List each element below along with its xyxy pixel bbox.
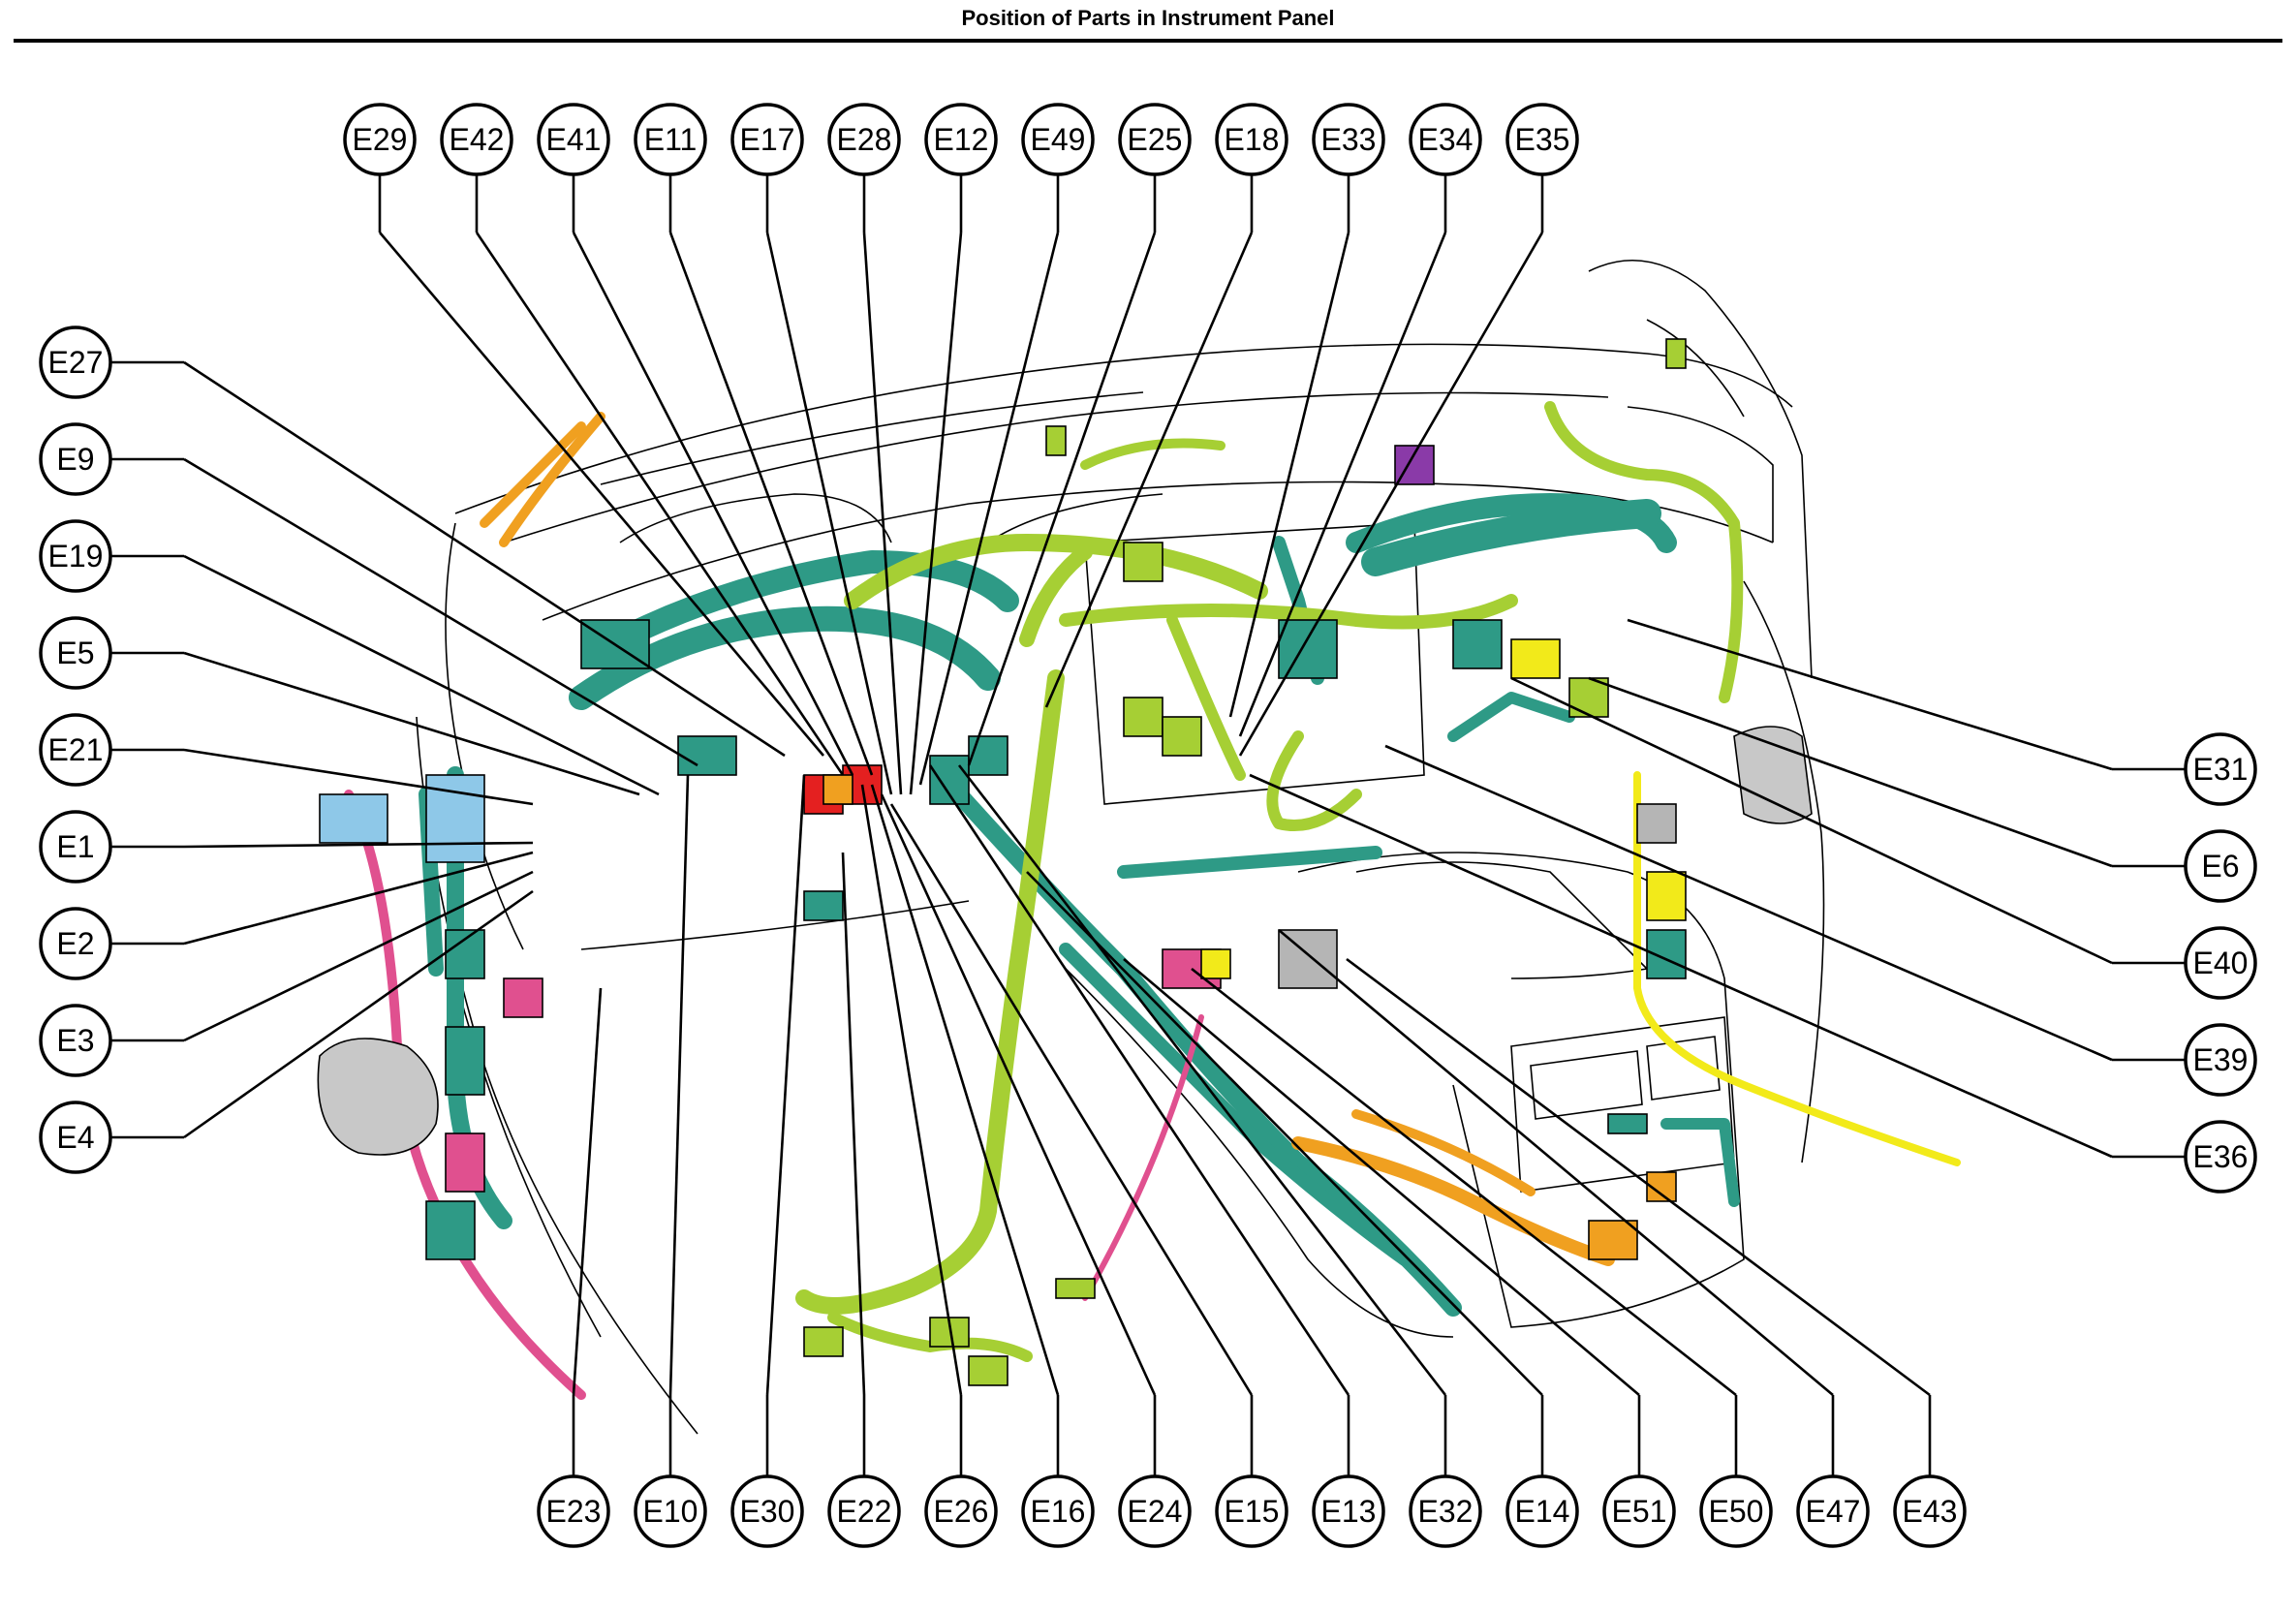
svg-text:E49: E49 <box>1031 122 1086 157</box>
callout-e11: E11 <box>634 103 707 176</box>
svg-text:E13: E13 <box>1321 1494 1377 1529</box>
callout-e17: E17 <box>730 103 804 176</box>
callout-e9: E9 <box>39 422 112 496</box>
svg-text:E15: E15 <box>1225 1494 1280 1529</box>
svg-text:E12: E12 <box>934 122 989 157</box>
callout-e24: E24 <box>1118 1474 1192 1548</box>
svg-text:E18: E18 <box>1225 122 1280 157</box>
svg-text:E21: E21 <box>48 732 104 767</box>
callout-e19: E19 <box>39 519 112 593</box>
callout-e23: E23 <box>537 1474 610 1548</box>
callout-e25: E25 <box>1118 103 1192 176</box>
leader-lines <box>110 159 2186 1476</box>
svg-text:E5: E5 <box>56 636 94 670</box>
svg-text:E33: E33 <box>1321 122 1377 157</box>
callouts-left: E27 E9 E19 E5 E21 E1 E2 E3 E4 <box>39 326 112 1174</box>
callout-e13: E13 <box>1312 1474 1385 1548</box>
callout-e34: E34 <box>1409 103 1482 176</box>
svg-text:E40: E40 <box>2193 946 2249 980</box>
callout-e5: E5 <box>39 616 112 690</box>
callout-e4: E4 <box>39 1101 112 1174</box>
svg-text:E27: E27 <box>48 345 104 380</box>
svg-text:E34: E34 <box>1418 122 1474 157</box>
callouts-top: E29 E42 E41 E11 E17 E28 E12 E49 E25 E18 … <box>343 103 1579 176</box>
svg-text:E42: E42 <box>450 122 505 157</box>
callout-e12: E12 <box>924 103 998 176</box>
svg-text:E31: E31 <box>2193 752 2249 787</box>
svg-text:E19: E19 <box>48 539 104 574</box>
callout-e2: E2 <box>39 907 112 980</box>
svg-text:E25: E25 <box>1128 122 1183 157</box>
svg-text:E17: E17 <box>740 122 795 157</box>
callout-e43: E43 <box>1893 1474 1967 1548</box>
callout-e10: E10 <box>634 1474 707 1548</box>
callout-e49: E49 <box>1021 103 1095 176</box>
svg-text:E36: E36 <box>2193 1139 2249 1174</box>
callout-e1: E1 <box>39 810 112 884</box>
callout-e47: E47 <box>1796 1474 1870 1548</box>
callout-e31: E31 <box>2184 732 2257 806</box>
svg-text:E32: E32 <box>1418 1494 1474 1529</box>
callout-e33: E33 <box>1312 103 1385 176</box>
callout-e28: E28 <box>827 103 901 176</box>
callouts-bottom: E23 E10 E30 E22 E26 E16 E24 E15 E13 E32 … <box>537 1474 1967 1548</box>
callout-e29: E29 <box>343 103 417 176</box>
title-rule <box>14 39 2282 43</box>
svg-text:E51: E51 <box>1612 1494 1667 1529</box>
svg-text:E22: E22 <box>837 1494 892 1529</box>
callout-e41: E41 <box>537 103 610 176</box>
svg-text:E24: E24 <box>1128 1494 1183 1529</box>
svg-text:E4: E4 <box>56 1120 94 1155</box>
svg-text:E30: E30 <box>740 1494 795 1529</box>
callout-e50: E50 <box>1699 1474 1773 1548</box>
svg-text:E41: E41 <box>546 122 602 157</box>
callout-e42: E42 <box>440 103 513 176</box>
svg-text:E6: E6 <box>2201 849 2239 884</box>
callout-e21: E21 <box>39 713 112 787</box>
callout-e40: E40 <box>2184 926 2257 1000</box>
wire-harness-yellow <box>1633 771 1961 1166</box>
svg-text:E43: E43 <box>1903 1494 1958 1529</box>
svg-text:E39: E39 <box>2193 1042 2249 1077</box>
callout-e26: E26 <box>924 1474 998 1548</box>
page-title: Position of Parts in Instrument Panel <box>961 6 1335 30</box>
callout-e32: E32 <box>1409 1474 1482 1548</box>
callout-e22: E22 <box>827 1474 901 1548</box>
svg-text:E11: E11 <box>644 122 698 157</box>
callout-e15: E15 <box>1215 1474 1288 1548</box>
callout-e27: E27 <box>39 326 112 399</box>
svg-text:E1: E1 <box>56 829 94 864</box>
callout-e36: E36 <box>2184 1120 2257 1194</box>
svg-text:E29: E29 <box>353 122 408 157</box>
svg-text:E10: E10 <box>643 1494 698 1529</box>
callouts-right: E31 E6 E40 E39 E36 <box>2184 732 2257 1194</box>
svg-text:E3: E3 <box>56 1023 94 1058</box>
svg-text:E9: E9 <box>56 442 94 477</box>
callout-e18: E18 <box>1215 103 1288 176</box>
svg-text:E47: E47 <box>1806 1494 1861 1529</box>
svg-text:E26: E26 <box>934 1494 989 1529</box>
wire-harness-orange <box>480 412 1615 1266</box>
callout-e16: E16 <box>1021 1474 1095 1548</box>
svg-text:E16: E16 <box>1031 1494 1086 1529</box>
callout-e3: E3 <box>39 1004 112 1077</box>
connectors <box>317 338 1813 1386</box>
svg-text:E50: E50 <box>1709 1494 1764 1529</box>
callout-e51: E51 <box>1602 1474 1676 1548</box>
callout-e14: E14 <box>1505 1474 1579 1548</box>
svg-text:E28: E28 <box>837 122 892 157</box>
callout-e39: E39 <box>2184 1023 2257 1097</box>
svg-text:E35: E35 <box>1515 122 1570 157</box>
callout-e6: E6 <box>2184 829 2257 903</box>
callout-e35: E35 <box>1505 103 1579 176</box>
callout-e30: E30 <box>730 1474 804 1548</box>
svg-text:E2: E2 <box>56 926 94 961</box>
svg-text:E14: E14 <box>1515 1494 1570 1529</box>
svg-text:E23: E23 <box>546 1494 602 1529</box>
